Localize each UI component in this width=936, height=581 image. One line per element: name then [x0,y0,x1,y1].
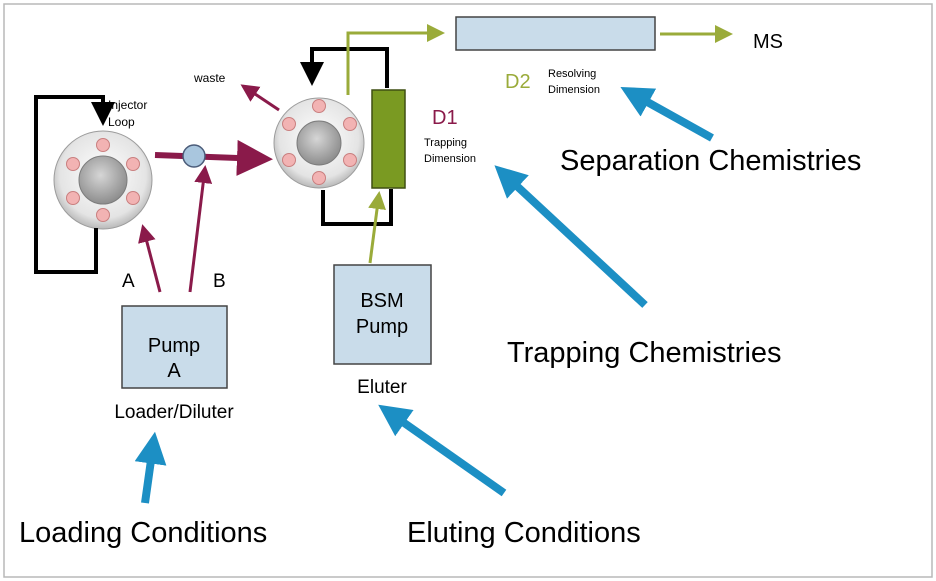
mixer-tee [182,144,206,168]
line-b-arrow [188,165,213,293]
loading-callout-arrow [134,431,167,504]
injector-valve [53,130,153,230]
ms-label: MS [753,31,783,53]
d2-sub-label-2: Dimension [548,84,600,96]
line-a-label: A [122,271,135,292]
eluting-callout-arrow [378,404,507,497]
trapping-chemistries-label: Trapping Chemistries [507,337,782,369]
d2-sub-label-1: Resolving [548,68,596,80]
injector-loop-label-2: Loop [108,115,135,129]
line-b-label: B [213,271,226,292]
trapping-valve [273,97,365,189]
bsm-pump-label-2: Pump [356,316,408,338]
pump-a-box [121,305,228,389]
injector-loop-label-1: Injector [108,98,147,112]
eluent-line-to-d2 [346,24,445,95]
eluting-conditions-label: Eluting Conditions [407,517,641,549]
figure-border [3,3,933,578]
eluter-arrow [368,191,386,264]
waste-arrow [240,84,280,112]
bsm-pump-box [333,264,432,365]
d1-sub-label-1: Trapping [424,137,467,149]
loading-conditions-label: Loading Conditions [19,517,267,549]
trapping-column [371,89,406,189]
d1-sub-label-2: Dimension [424,153,476,165]
trap-loop-bottom [321,189,393,226]
separation-callout-arrow [620,86,714,142]
bsm-pump-label-1: BSM [360,290,403,312]
separation-chemistries-label: Separation Chemistries [560,145,861,177]
pump-a-label-2: A [167,360,181,382]
transfer-arrow [154,139,273,176]
waste-label: waste [193,71,226,85]
trapping-callout-arrow [494,165,648,308]
d1-label: D1 [432,107,458,129]
line-a-arrow [138,224,162,293]
resolving-column [455,16,656,51]
pump-a-label-1: Pump [148,335,200,357]
d2-label: D2 [505,71,531,93]
eluter-label: Eluter [357,377,407,398]
loader-diluter-label: Loader/Diluter [114,402,234,423]
